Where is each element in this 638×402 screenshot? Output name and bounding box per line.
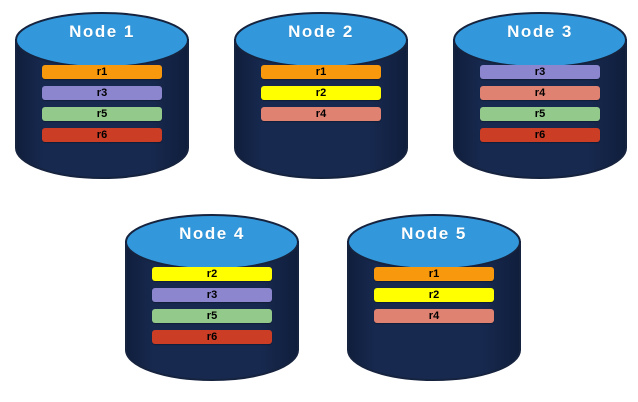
- replica-row-list: r2 r3 r5 r6: [152, 267, 272, 351]
- replica-row-r2[interactable]: r2: [374, 288, 494, 302]
- replica-row-r4[interactable]: r4: [480, 86, 600, 100]
- replica-row-r5[interactable]: r5: [42, 107, 162, 121]
- database-node-1[interactable]: Node 1 r1 r3 r5 r6: [12, 8, 192, 183]
- node-title: Node 1: [69, 22, 135, 41]
- replica-row-r5[interactable]: r5: [152, 309, 272, 323]
- node-title: Node 2: [288, 22, 354, 41]
- replica-row-r3[interactable]: r3: [152, 288, 272, 302]
- replica-row-r3[interactable]: r3: [42, 86, 162, 100]
- replica-row-r2[interactable]: r2: [152, 267, 272, 281]
- replica-row-r6[interactable]: r6: [480, 128, 600, 142]
- replica-row-r5[interactable]: r5: [480, 107, 600, 121]
- node-title: Node 4: [179, 224, 245, 243]
- node-title: Node 3: [507, 22, 573, 41]
- replica-row-list: r3 r4 r5 r6: [480, 65, 600, 149]
- database-node-3[interactable]: Node 3 r3 r4 r5 r6: [450, 8, 630, 183]
- replica-row-list: r1 r2 r4: [374, 267, 494, 330]
- replica-row-r2[interactable]: r2: [261, 86, 381, 100]
- replica-row-r6[interactable]: r6: [42, 128, 162, 142]
- replica-row-r4[interactable]: r4: [374, 309, 494, 323]
- database-node-2[interactable]: Node 2 r1 r2 r4: [231, 8, 411, 183]
- replica-row-r4[interactable]: r4: [261, 107, 381, 121]
- replica-row-list: r1 r2 r4: [261, 65, 381, 128]
- replica-row-r1[interactable]: r1: [374, 267, 494, 281]
- replica-row-r1[interactable]: r1: [42, 65, 162, 79]
- replica-row-list: r1 r3 r5 r6: [42, 65, 162, 149]
- replica-row-r1[interactable]: r1: [261, 65, 381, 79]
- replica-row-r3[interactable]: r3: [480, 65, 600, 79]
- replica-row-r6[interactable]: r6: [152, 330, 272, 344]
- database-node-5[interactable]: Node 5 r1 r2 r4: [344, 210, 524, 385]
- database-node-4[interactable]: Node 4 r2 r3 r5 r6: [122, 210, 302, 385]
- node-title: Node 5: [401, 224, 467, 243]
